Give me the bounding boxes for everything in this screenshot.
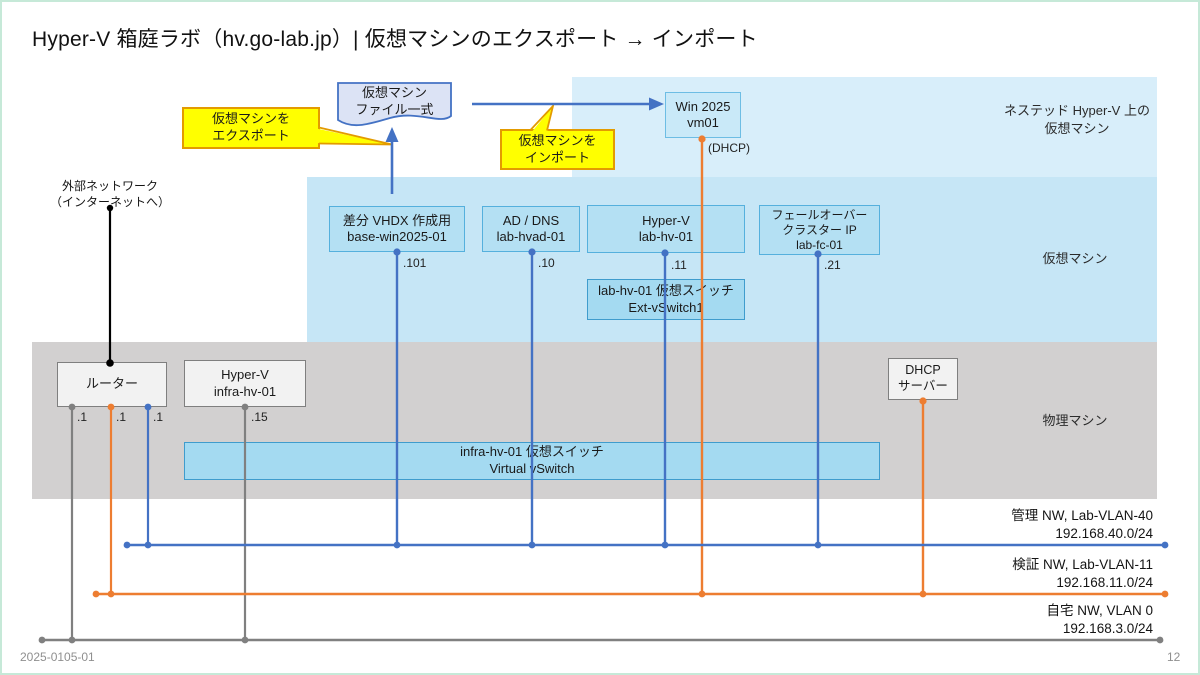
dot [1156, 636, 1164, 644]
dot [393, 541, 401, 549]
external-network-line1: 外部ネットワーク [61, 179, 158, 193]
infra-hv-line1: Hyper-V [221, 367, 269, 383]
base-vm-line1: 差分 VHDX 作成用 [342, 212, 452, 228]
footer-date: 2025-0105-01 [20, 650, 95, 664]
dot [92, 590, 100, 598]
network-home-subnet: 192.168.3.0/24 [1062, 621, 1153, 637]
network-mgmt-name: 管理 NW, Lab-VLAN-40 [1011, 508, 1153, 523]
callout-import-line1: 仮想マシンを [518, 132, 597, 148]
zone-nested-label: ネステッド Hyper-V 上の 仮想マシン [982, 102, 1172, 138]
callout-export-tail [314, 128, 392, 145]
box-router: ルーター [57, 362, 167, 407]
ip-label-infra-hv: .15 [251, 410, 268, 424]
dhcp-server-line2: サーバー [898, 379, 948, 393]
dot [144, 541, 152, 549]
callout-export: 仮想マシンを エクスポート [182, 107, 320, 149]
win-vm-line2: vm01 [687, 115, 719, 130]
ip-label-fc-vm: .21 [824, 258, 841, 272]
zone-physical-label: 物理マシン [1042, 413, 1108, 428]
dot [1161, 590, 1169, 598]
page-number: 12 [1167, 650, 1181, 664]
win-vm-line1: Win 2025 [675, 98, 731, 114]
zone-nested-label-line2: 仮想マシン [1044, 121, 1110, 137]
dot [241, 636, 249, 644]
box-win-vm: Win 2025 vm01 [665, 92, 741, 138]
ip-label-base-vm: .101 [403, 256, 427, 270]
network-lab-name: 検証 NW, Lab-VLAN-11 [1012, 557, 1153, 572]
hv-vm-line2: lab-hv-01 [638, 229, 694, 244]
hv-vm-line1: Hyper-V [642, 212, 690, 228]
ip-label-router-home: .1 [77, 410, 88, 424]
dot [698, 590, 706, 598]
callout-import-line2: インポート [524, 149, 590, 165]
zone-vm-label: 仮想マシン [1042, 251, 1108, 266]
box-infra-hyperv: Hyper-V infra-hv-01 [184, 360, 306, 407]
network-mgmt-subnet: 192.168.40.0/24 [1055, 526, 1153, 542]
ad-vm-line1: AD / DNS [502, 212, 560, 228]
dot [68, 636, 76, 644]
infra-vswitch-line1: infra-hv-01 仮想スイッチ [460, 444, 604, 460]
dot [1161, 541, 1169, 549]
export-arrowhead [385, 127, 399, 142]
callout-import-tail-border [529, 102, 555, 132]
callout-export-line2: エクスポート [212, 128, 290, 143]
dot [814, 541, 822, 549]
ip-label-hv-vm: .11 [671, 258, 687, 272]
box-failover-cluster: フェールオーバー クラスター IP lab-fc-01 [759, 205, 880, 255]
box-ad-dns-vm: AD / DNS lab-hvad-01 [482, 206, 580, 252]
box-hyperv-vm: Hyper-V lab-hv-01 [587, 205, 745, 253]
base-vm-line2: base-win2025-01 [347, 229, 447, 244]
zone-nested-label-line1: ネステッド Hyper-V 上の [1004, 103, 1150, 118]
fc-vm-line1: フェールオーバー [771, 207, 868, 222]
network-label-home: 自宅 NW, VLAN 0 192.168.3.0/24 [1046, 602, 1153, 638]
dot [919, 590, 927, 598]
vm-files-document: 仮想マシン ファイル一式 [337, 82, 452, 122]
callout-export-tail-border [318, 126, 393, 146]
ip-label-router-mgmt: .1 [153, 410, 164, 424]
network-label-lab: 検証 NW, Lab-VLAN-11 192.168.11.0/24 [1012, 556, 1153, 592]
network-lab-subnet: 192.168.11.0/24 [1056, 575, 1153, 591]
ip-label-ad-vm: .10 [538, 256, 555, 270]
callout-export-line1: 仮想マシンを [211, 111, 290, 127]
ip-label-router-lab: .1 [116, 410, 127, 424]
external-network-line2: （インターネットへ） [49, 195, 170, 210]
box-ext-vswitch: lab-hv-01 仮想スイッチ Ext-vSwitch1 [587, 279, 745, 320]
dot [123, 541, 131, 549]
ad-vm-line2: lab-hvad-01 [496, 229, 566, 244]
dhcp-server-line1: DHCP [905, 363, 941, 378]
dot [528, 541, 536, 549]
vm-files-line1: 仮想マシン [361, 85, 427, 101]
bar-infra-vswitch: infra-hv-01 仮想スイッチ Virtual vSwitch [184, 442, 880, 480]
callout-import: 仮想マシンを インポート [500, 129, 615, 170]
fc-vm-line3: lab-fc-01 [796, 237, 843, 252]
ext-vswitch-line1: lab-hv-01 仮想スイッチ [598, 283, 734, 299]
ext-vswitch-line2: Ext-vSwitch1 [628, 299, 704, 315]
box-base-vm: 差分 VHDX 作成用 base-win2025-01 [329, 206, 465, 252]
network-label-mgmt: 管理 NW, Lab-VLAN-40 192.168.40.0/24 [1011, 507, 1153, 543]
dot [107, 590, 115, 598]
win-vm-dhcp-note: (DHCP) [708, 141, 750, 155]
infra-vswitch-line2: Virtual vSwitch [489, 461, 575, 476]
fc-vm-line2: クラスター IP [782, 222, 857, 237]
dot [661, 541, 669, 549]
page-title: Hyper-V 箱庭ラボ（hv.go-lab.jp）| 仮想マシンのエクスポート… [32, 28, 758, 51]
network-home-name: 自宅 NW, VLAN 0 [1046, 603, 1153, 618]
label-external-network: 外部ネットワーク （インターネットへ） [40, 178, 180, 210]
box-dhcp-server: DHCP サーバー [888, 358, 958, 400]
dot [38, 636, 46, 644]
vm-files-line2: ファイル一式 [355, 102, 434, 117]
router-label: ルーター [85, 376, 138, 392]
infra-hv-line2: infra-hv-01 [213, 383, 277, 399]
